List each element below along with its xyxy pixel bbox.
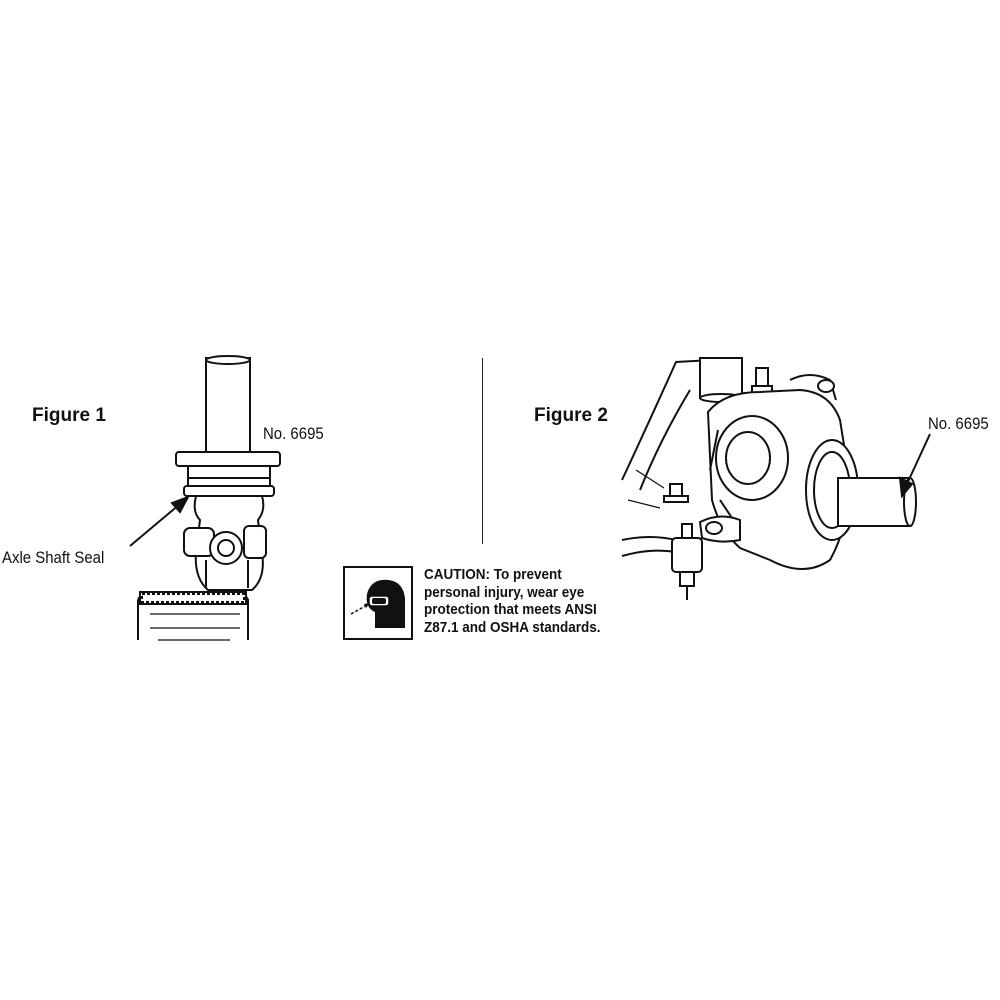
figure-divider [482, 358, 483, 544]
tool-arrow-fig2 [898, 433, 931, 499]
steering-knuckle-fig2 [621, 357, 850, 600]
figure-1-title: Figure 1 [32, 405, 106, 426]
caution-line-3: protection that meets ANSI [424, 601, 597, 618]
axle-joint-fig1 [183, 495, 267, 591]
figure-2-tool-label: No. 6695 [928, 414, 989, 433]
axle-housing-fig1 [137, 591, 249, 641]
caution-text: CAUTION: To prevent personal injury, wea… [424, 566, 658, 636]
figure-1-tool-label: No. 6695 [263, 424, 324, 443]
installer-tool-fig2 [805, 439, 917, 541]
figure-2-title: Figure 2 [534, 405, 608, 426]
caution-line-4: Z87.1 and OSHA standards. [424, 618, 601, 636]
seal-arrow-fig1 [129, 495, 191, 547]
caution-line-2: personal injury, wear eye [424, 583, 585, 601]
installer-tool-fig1 [175, 355, 281, 497]
safety-goggles-icon [343, 566, 413, 640]
figure-1-seal-label: Axle Shaft Seal [2, 548, 105, 567]
caution-line-1: CAUTION: To prevent [424, 566, 562, 583]
